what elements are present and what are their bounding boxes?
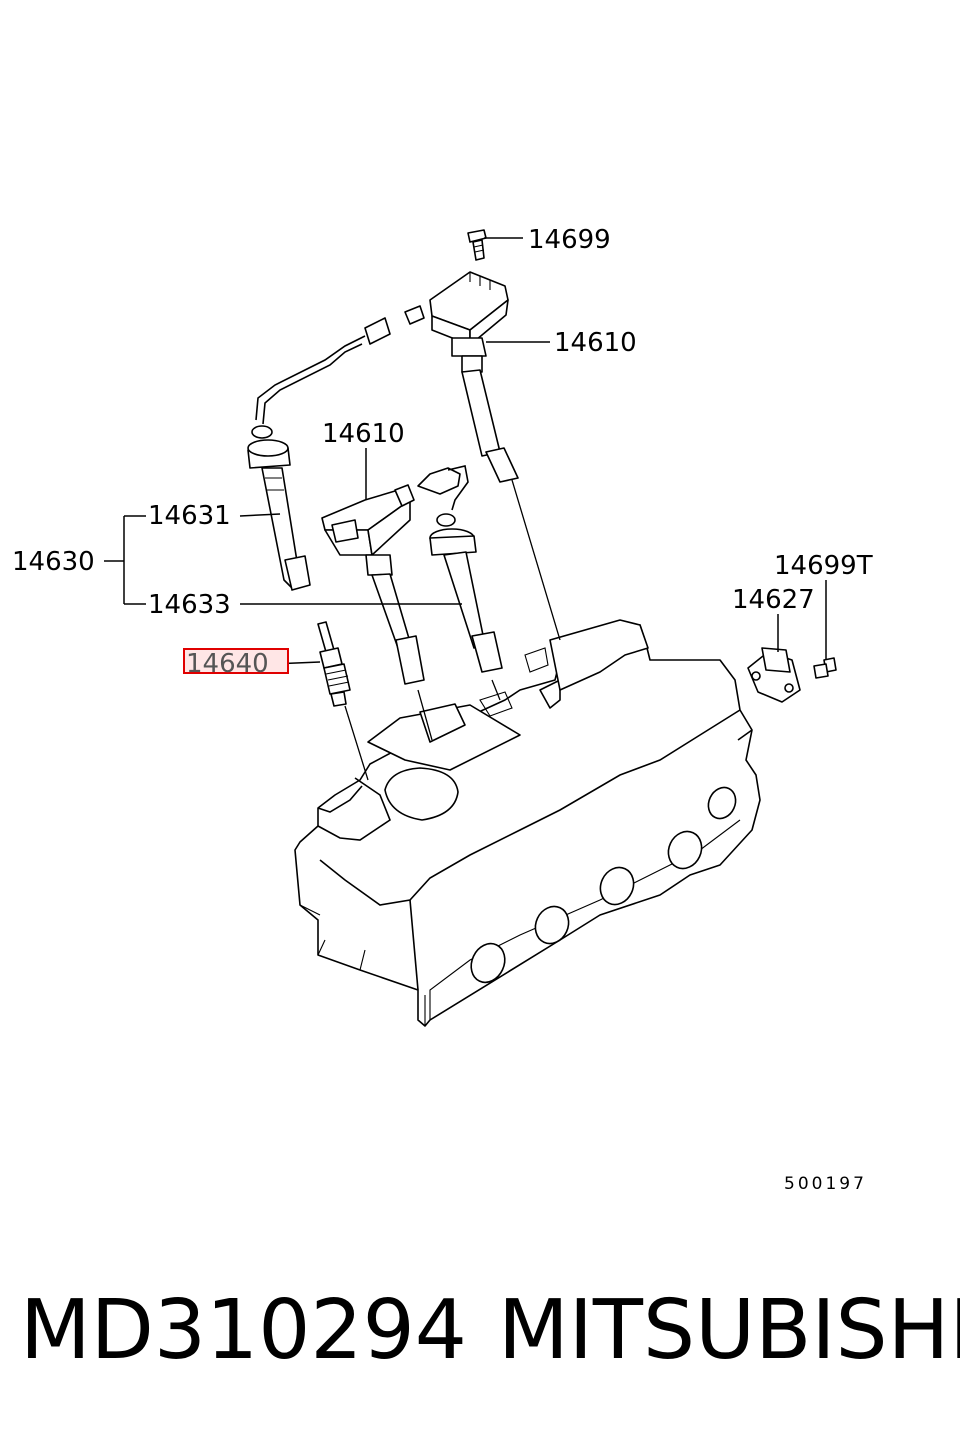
cable-14633 <box>417 465 503 673</box>
cable-14631 <box>247 317 391 591</box>
callout-coil-middle[interactable]: 14610 <box>322 419 405 449</box>
footer-part-number: MD310294 <box>20 1283 467 1378</box>
callout-cable-14633[interactable]: 14633 <box>148 590 231 620</box>
callout-sensor-bolt[interactable]: 14699T <box>774 551 873 581</box>
callout-sensor[interactable]: 14627 <box>732 585 815 615</box>
callout-cable-set[interactable]: 14630 <box>12 547 95 577</box>
diagram-code: 500197 <box>784 1174 867 1194</box>
callout-bolt-top[interactable]: 14699 <box>528 225 611 255</box>
ignition-coil-upper <box>404 271 519 483</box>
highlight-box-fill <box>184 649 288 673</box>
assembly-lines <box>344 479 561 781</box>
ignition-coil-middle <box>321 484 425 685</box>
sensor-bolt <box>813 657 837 679</box>
callout-cable-14631[interactable]: 14631 <box>148 501 231 531</box>
footer-brand: MITSUBISHI <box>498 1283 960 1378</box>
highlight-box <box>183 648 289 674</box>
sensor-14627 <box>747 647 801 703</box>
spark-plug <box>317 621 351 707</box>
cylinder-head <box>294 619 761 1027</box>
leader-lines <box>104 237 827 665</box>
callout-coil-upper[interactable]: 14610 <box>554 328 637 358</box>
callout-spark-plug[interactable]: 14640 <box>186 649 269 679</box>
bolt-top <box>467 229 487 261</box>
